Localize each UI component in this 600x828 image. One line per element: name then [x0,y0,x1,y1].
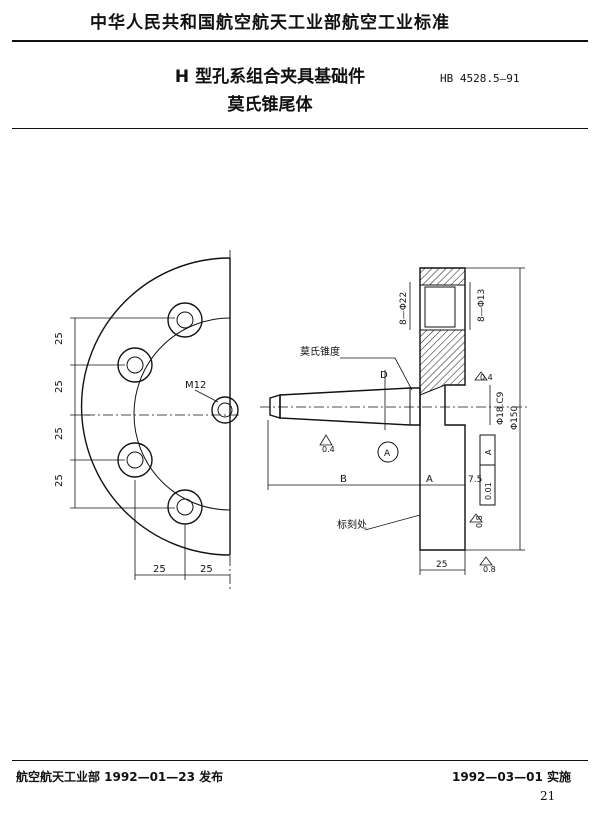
section-bolt-hole [424,286,456,328]
hatched-section [419,329,466,396]
dim-diameter-150: Φ150 [510,405,520,430]
roughness-mark-1 [319,434,333,446]
dim-v3: 25 [54,427,65,440]
standard-org-heading: 中华人民共和国航空航天工业部航空工业标准 [90,13,450,33]
document-title: H 型孔系组合夹具基础件 [174,67,366,87]
roughness-value-3: 0.8 [475,515,484,528]
tol-frame-value: 0.01 [484,482,493,500]
dim-holes-22: 8—Φ22 [399,292,409,325]
dim-v1: 25 [54,332,65,345]
roughness-value-1: 0.4 [322,445,335,454]
issue-date: 航空航天工业部 1992—01—23 发布 [16,770,224,784]
shank-end [269,394,281,419]
marking-label: 标刻处 [337,518,367,531]
header-top-rule [12,40,588,42]
roughness-mark-2 [474,371,488,381]
dim-v2: 25 [54,380,65,393]
implementation-date: 1992—03—01 实施 [452,770,571,784]
dim-a-label: A [426,474,433,485]
datum-a-label: A [384,449,391,459]
bolt-hole-1 [167,302,203,338]
dim-h1: 25 [153,564,166,575]
technical-drawing: M12 25 25 25 25 25 25 [54,250,530,590]
tol-value-box [479,464,496,506]
left-horizontal-dimensions [134,480,230,580]
right-dimensions [267,267,525,575]
footer-rule [12,760,588,761]
hatched-top [419,267,466,286]
thread-leader [194,389,219,403]
morse-taper-label: 莫氏锥度 [300,345,340,358]
dim-bore-18: Φ18.C9 [496,391,506,425]
dim-b-label: B [340,474,347,485]
dim-holes-13: 8—Φ13 [477,289,487,322]
page-number: 21 [540,789,556,803]
datum-a-bubble [377,441,399,463]
roughness-mark-3 [469,513,483,523]
thread-label: M12 [185,380,206,391]
dim-d-label: D [380,370,388,381]
dim-width-25: 25 [436,560,447,570]
roughness-value-2: 0.4 [480,373,493,382]
left-vertical-dimensions [70,317,175,509]
flange-section-body [419,267,466,551]
center-thread-hole [211,396,239,424]
bolt-hole-4 [167,489,203,525]
roughness-value-4: 0.8 [483,565,496,574]
dim-v4: 25 [54,474,65,487]
header-bottom-rule [12,128,588,129]
morse-taper-shank [279,387,421,426]
document-subtitle: 莫氏锥尾体 [227,95,313,115]
tol-frame-ref: A [484,449,493,455]
roughness-mark-4 [479,556,493,566]
flange-inner-arc [133,317,231,511]
standard-code: HB 4528.5—91 [440,72,520,85]
flange-outer-arc [80,257,231,556]
dim-7-5: 7.5 [468,475,482,485]
dim-h2: 25 [200,564,213,575]
